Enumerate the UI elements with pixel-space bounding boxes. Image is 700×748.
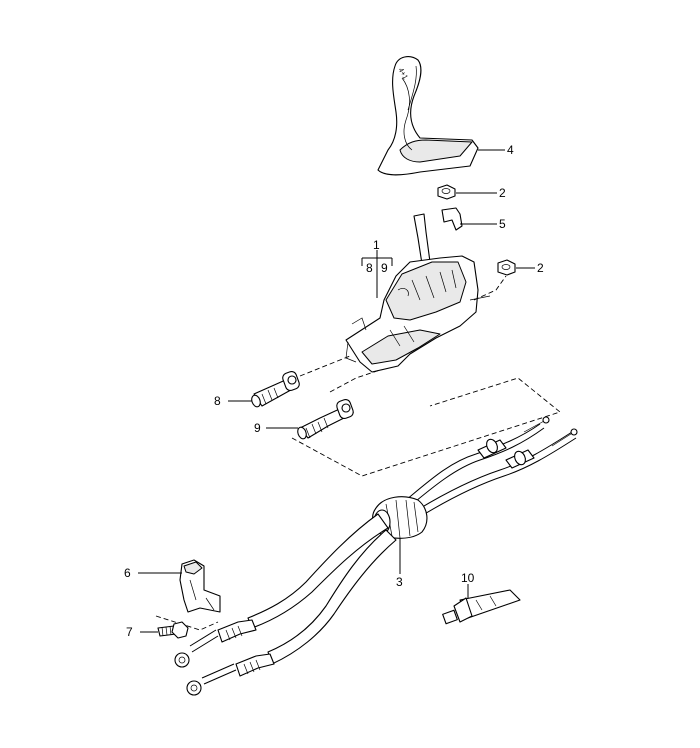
grease-tube-part-10: 10 xyxy=(442,571,521,625)
callout-4: 4 xyxy=(507,143,514,157)
clip-part-5: 5 xyxy=(441,207,506,231)
callout-8: 8 xyxy=(214,394,221,408)
bracket-part-6: 6 xyxy=(124,559,221,631)
shifter-housing-part-1: 1 8 9 xyxy=(345,213,491,373)
callout-2-upper: 2 xyxy=(499,186,506,200)
nut-part-2-right: 2 xyxy=(497,259,544,276)
callout-3: 3 xyxy=(396,575,403,589)
callout-5: 5 xyxy=(499,217,506,231)
callout-7: 7 xyxy=(126,625,133,639)
callout-10: 10 xyxy=(461,571,475,585)
callout-1-sub-8: 8 xyxy=(366,261,373,275)
shift-cables-part-3: 3 xyxy=(174,416,578,696)
callout-1: 1 xyxy=(373,238,380,252)
callout-1-sub-9: 9 xyxy=(381,261,388,275)
bolt-part-7: 7 xyxy=(126,621,189,639)
callout-6: 6 xyxy=(124,566,131,580)
bushing-part-8: 8 xyxy=(214,371,300,408)
dashed-assembly-lines xyxy=(291,275,561,477)
callout-9: 9 xyxy=(254,421,261,435)
nut-part-2-upper: 2 xyxy=(437,184,506,200)
bushing-part-9: 9 xyxy=(254,399,354,440)
gear-knob-part-4: 4+1 4 xyxy=(377,56,514,176)
callout-2-right: 2 xyxy=(537,261,544,275)
